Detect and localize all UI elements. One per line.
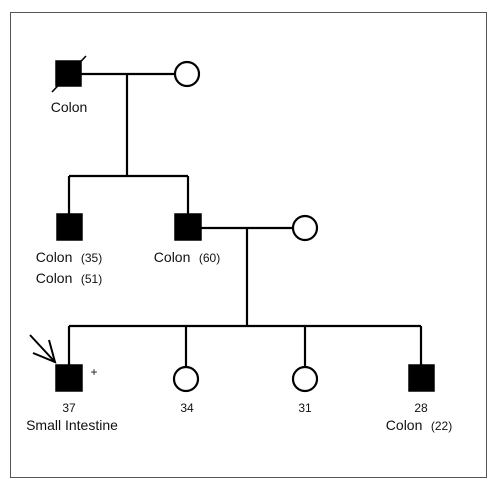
gen1-mother-female-circle bbox=[173, 60, 201, 88]
gen2-uncle-label-1: Colon (35) bbox=[36, 249, 102, 266]
gen2-uncle-cancer1: Colon bbox=[36, 249, 73, 265]
gen2-uncle-cancer2: Colon bbox=[36, 270, 73, 286]
diagram-frame bbox=[10, 12, 487, 478]
deceased-slash-icon bbox=[51, 55, 87, 93]
gen2-mother-female-circle bbox=[291, 214, 319, 242]
gen3-brother-dx-age: (22) bbox=[431, 419, 452, 433]
gen1-father-label: Colon bbox=[51, 99, 88, 115]
gen3-brother-cancer: Colon bbox=[386, 417, 423, 433]
gen3-proband-age: 37 bbox=[62, 401, 76, 415]
gen3-sister2-age: 31 bbox=[298, 401, 312, 415]
gen3-sister2-female-circle bbox=[291, 365, 319, 393]
gen3-brother-affected-male-square bbox=[408, 364, 435, 392]
gen2-uncle-age1: (35) bbox=[81, 251, 102, 265]
gen2-father-affected-male-square bbox=[174, 213, 202, 241]
gen2-father-cancer: Colon bbox=[154, 249, 191, 265]
gen2-uncle-label-2: Colon (51) bbox=[36, 270, 102, 287]
gen3-brother-age: 28 bbox=[414, 401, 428, 415]
gen2-uncle-affected-male-square bbox=[56, 213, 83, 241]
proband-arrow-shaft bbox=[29, 334, 56, 363]
gen3-sister1-female-circle bbox=[172, 365, 200, 393]
proband-arrow-head-icon bbox=[32, 339, 57, 364]
gen3-proband-marker: + bbox=[90, 365, 97, 379]
gen2-father-label: Colon (60) bbox=[154, 249, 220, 266]
gen3-brother-label: Colon (22) bbox=[386, 417, 452, 434]
gen3-proband-cancer: Small Intestine bbox=[26, 417, 118, 433]
gen2-father-age: (60) bbox=[199, 251, 220, 265]
gen2-uncle-age2: (51) bbox=[81, 272, 102, 286]
gen3-sister1-age: 34 bbox=[180, 401, 194, 415]
gen3-proband-affected-male-square bbox=[55, 364, 83, 392]
